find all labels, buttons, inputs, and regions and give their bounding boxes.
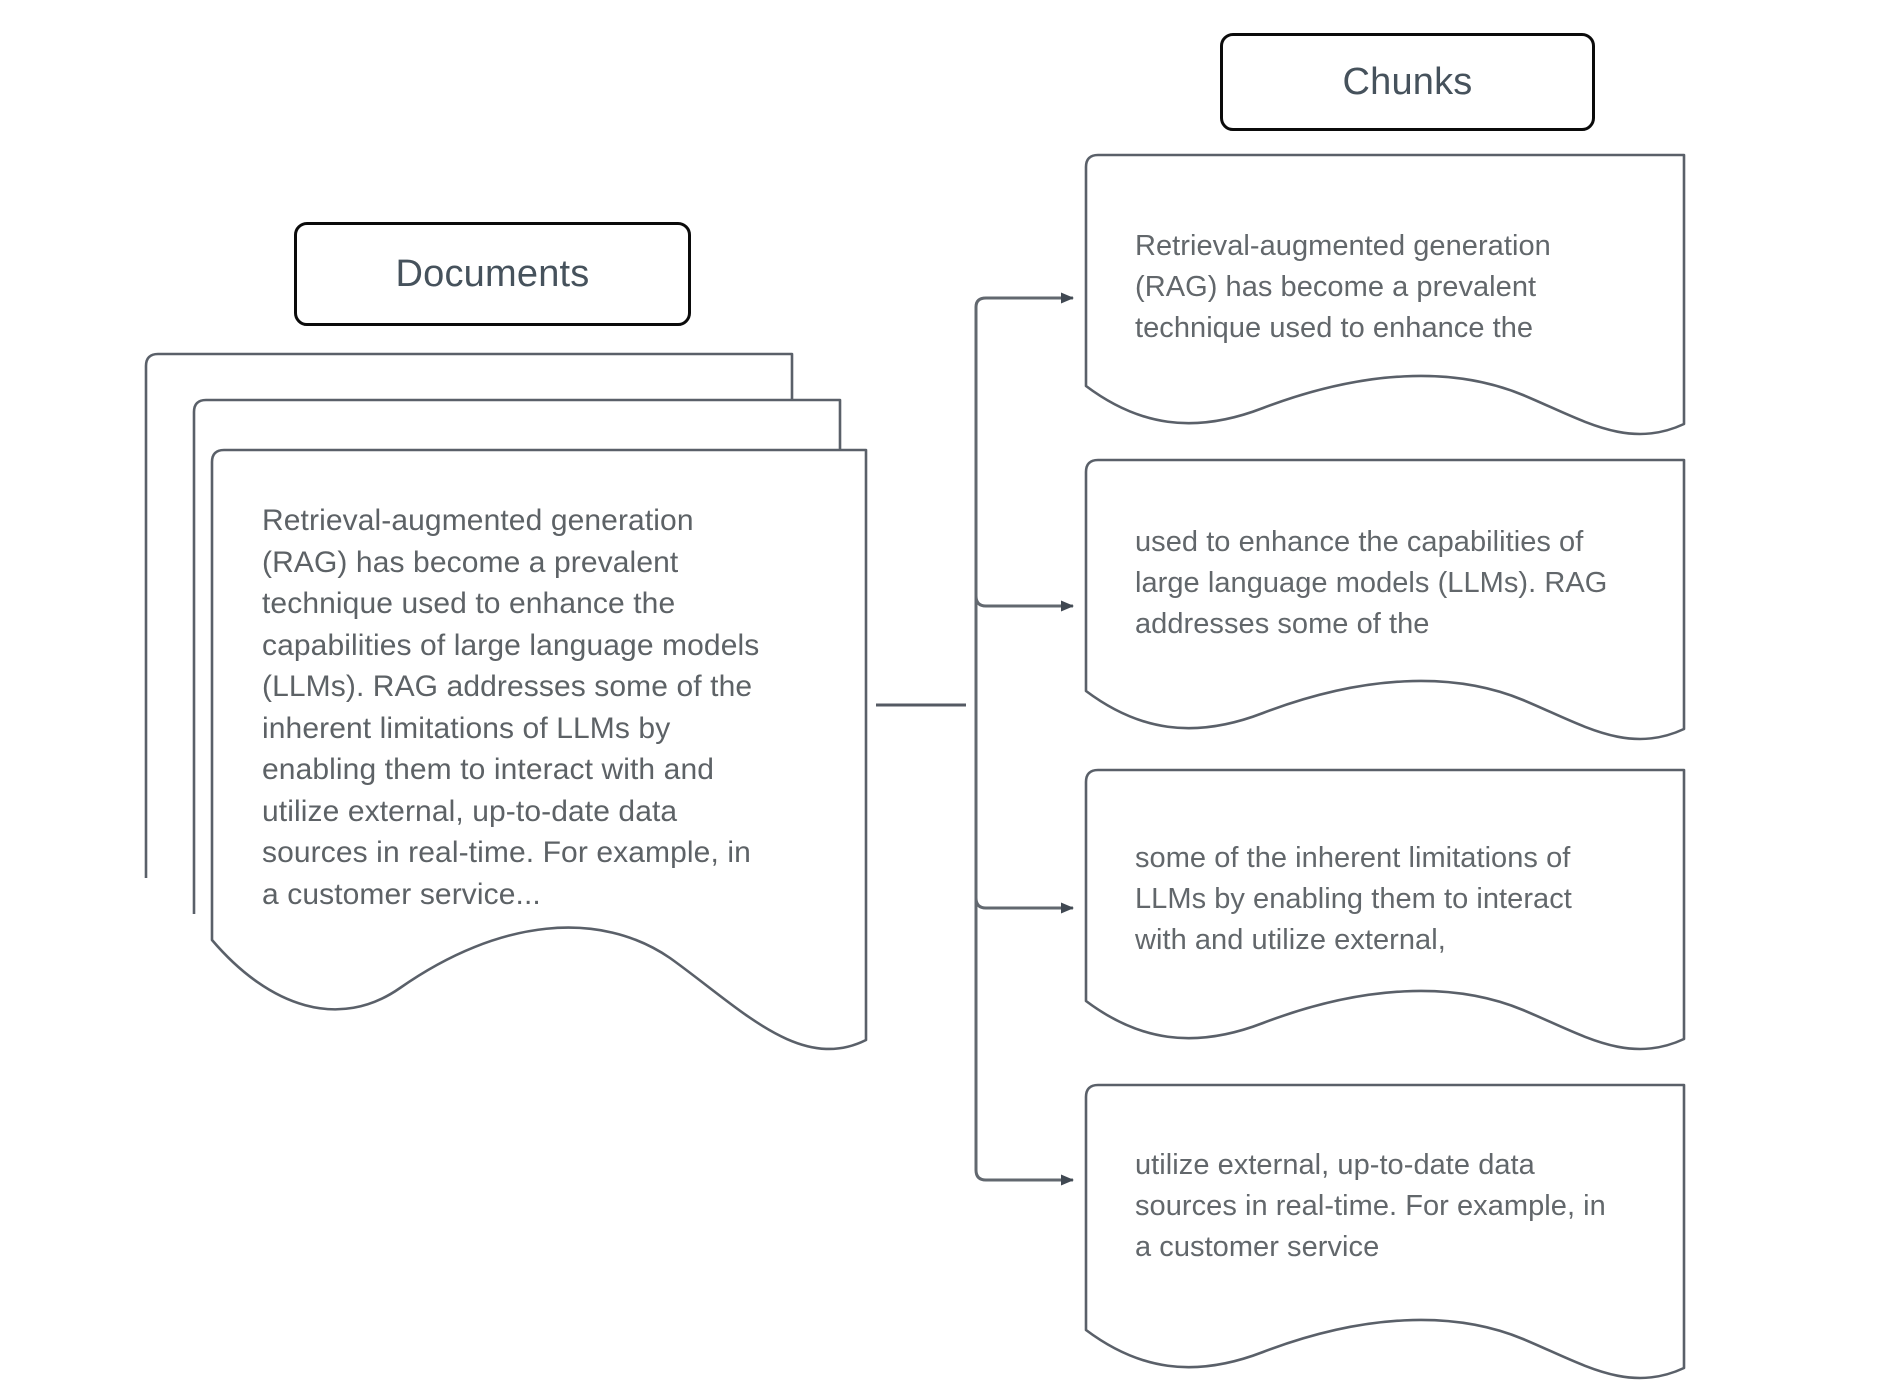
chunk-sheet-shape: [1084, 1083, 1686, 1380]
connector-to-chunk-1: [974, 292, 1074, 695]
chunks-header-label: Chunks: [1342, 60, 1473, 103]
connector-to-chunk-3: [974, 705, 1074, 914]
connector-to-chunk-4: [974, 705, 1074, 1186]
chunk-sheet-shape: [1084, 153, 1686, 436]
document-sheet-shape: [210, 448, 868, 1051]
chunk-text-3: some of the inherent limitations of LLMs…: [1135, 842, 1572, 956]
documents-header-label: Documents: [395, 252, 590, 295]
chunk-text-1: Retrieval-augmented generation (RAG) has…: [1135, 230, 1551, 344]
chunk-text-2: used to enhance the capabilities of larg…: [1135, 526, 1608, 640]
chunk-sheet-shape: [1084, 768, 1686, 1051]
documents-header-box[interactable]: Documents: [294, 222, 691, 326]
chunk-card-4[interactable]: [1083, 1080, 1703, 1390]
document-front-sheet[interactable]: [200, 448, 900, 1068]
connector-to-chunk-2: [974, 595, 1074, 712]
document-body-text: Retrieval-augmented generation (RAG) has…: [262, 504, 760, 911]
chunk-card-1[interactable]: [1083, 150, 1703, 470]
chunk-card-3[interactable]: [1083, 765, 1703, 1085]
chunk-sheet-shape: [1084, 458, 1686, 741]
chunk-card-2[interactable]: [1083, 455, 1703, 775]
chunk-text-4: utilize external, up-to-date data source…: [1135, 1149, 1606, 1263]
chunks-header-box[interactable]: Chunks: [1220, 33, 1595, 131]
